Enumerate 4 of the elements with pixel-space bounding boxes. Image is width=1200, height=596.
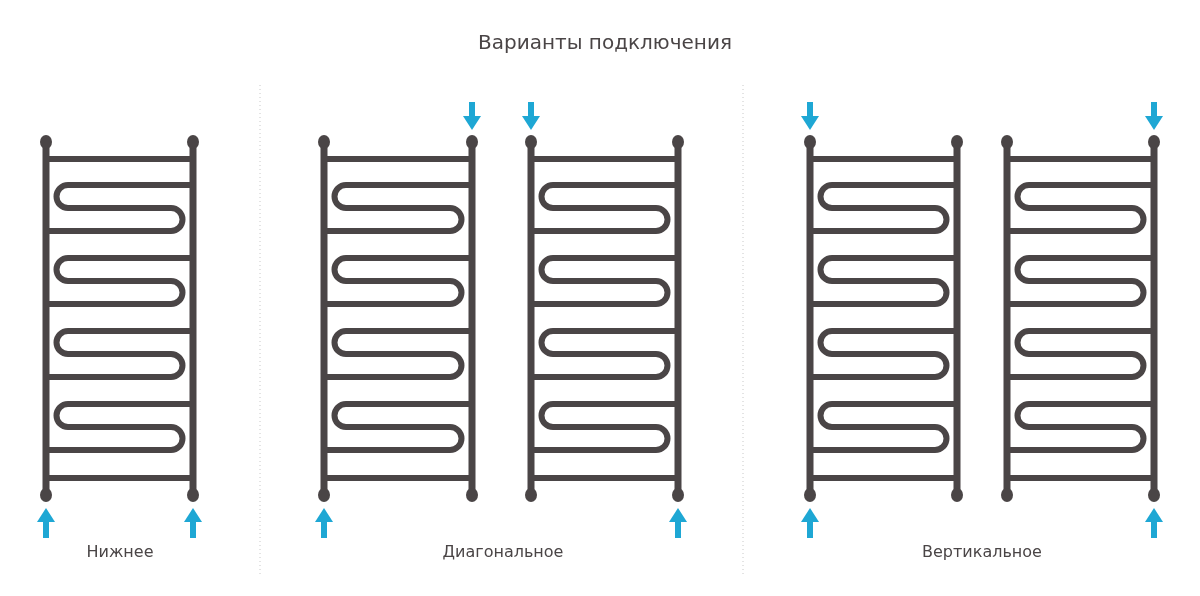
connection-type-label: Вертикальное (922, 542, 1042, 561)
diagram-title: Варианты подключения (478, 30, 732, 54)
connection-type-label: Нижнее (86, 542, 154, 561)
connection-type-label: Диагональное (442, 542, 564, 561)
